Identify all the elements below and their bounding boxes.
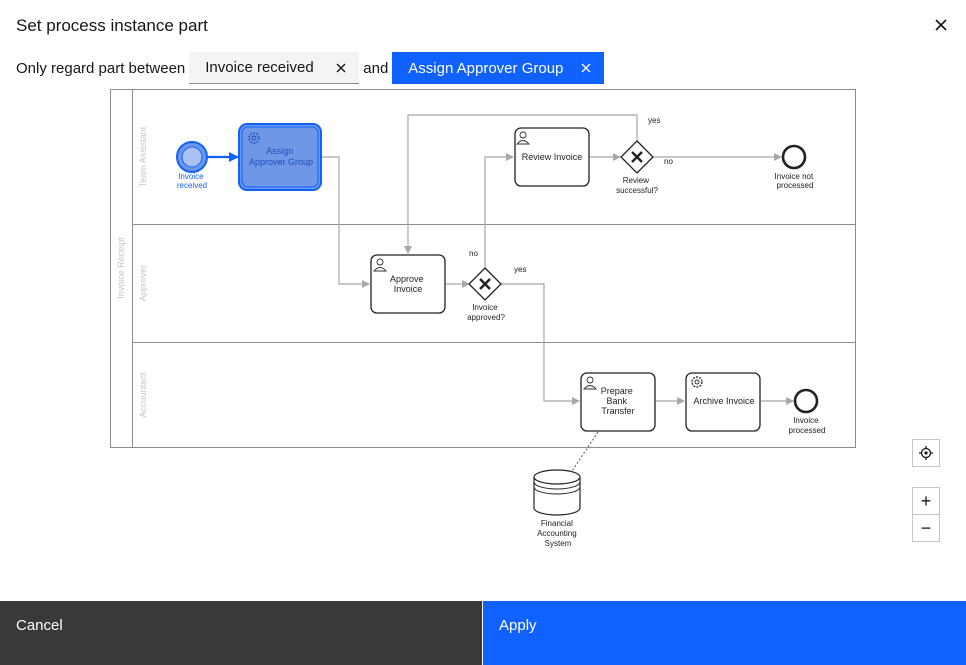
cancel-button[interactable]: Cancel <box>0 601 482 665</box>
lane-label-team-assistant: Team Assistant <box>138 126 148 187</box>
gear-icon <box>691 376 703 388</box>
task-archive-label: Archive Invoice <box>693 396 754 406</box>
svg-text:Invoice processed: Invoice processed <box>789 416 826 435</box>
task-prepare-label-2: Bank <box>606 396 627 406</box>
flow-label-approved-yes: yes <box>514 265 526 274</box>
start-element-label: Invoice received <box>205 59 314 76</box>
start-event-invoice-received[interactable]: Invoice received <box>176 141 208 190</box>
remove-start-button[interactable] <box>333 60 349 76</box>
end-element-label: Assign Approver Group <box>408 59 564 77</box>
zoom-in-button[interactable]: + <box>912 487 940 515</box>
svg-text:Prepare Bank Trans: Prepare Bank Transfer <box>601 386 636 416</box>
datastore-label-1: Financial <box>541 519 573 528</box>
datastore-financial-accounting[interactable]: Financial Accounting System <box>533 469 581 548</box>
svg-text:Financial Accounting: Financial Accounting System <box>537 519 579 548</box>
gateway-approved-label-1: Invoice <box>472 303 498 312</box>
start-event-label-1: Invoice <box>178 172 204 181</box>
part-selector: Only regard part between Invoice receive… <box>16 52 605 84</box>
close-icon <box>581 63 591 73</box>
svg-text:Invoice approved?: Invoice approved? <box>467 303 505 322</box>
sequence-flows <box>322 114 794 405</box>
crosshair-icon <box>919 446 933 460</box>
svg-text:Assign Approver Group: Assign Approver Group <box>249 146 313 167</box>
gateway-approved-label-2: approved? <box>467 313 505 322</box>
end-event-invoice-processed[interactable]: Invoice processed <box>789 388 826 435</box>
close-icon <box>336 63 346 73</box>
task-approve-invoice[interactable]: Approve Invoice <box>370 254 446 314</box>
gateway-invoice-approved[interactable]: Invoice approved? <box>467 267 505 322</box>
end-processed-label-1: Invoice <box>793 416 819 425</box>
task-prepare-label-3: Transfer <box>601 406 634 416</box>
start-event-label-2: received <box>177 181 207 190</box>
user-icon <box>373 258 387 272</box>
datastore-label-3: System <box>545 539 572 548</box>
task-assign-approver-group[interactable]: Assign Approver Group <box>238 123 322 191</box>
svg-text:Review successful?: Review successful? <box>616 176 658 195</box>
flow-label-review-no: no <box>664 157 673 166</box>
end-element-tag[interactable]: Assign Approver Group <box>392 52 605 84</box>
recenter-button[interactable] <box>912 439 940 467</box>
user-icon <box>583 376 597 390</box>
bpmn-diagram: Invoice Receipt Team Assistant Approver … <box>110 89 856 548</box>
end-not-processed-label-1: Invoice not <box>775 172 814 181</box>
apply-button[interactable]: Apply <box>483 601 966 665</box>
task-prepare-bank-transfer[interactable]: Prepare Bank Transfer <box>580 372 656 432</box>
lane-label-approver: Approver <box>138 265 148 302</box>
dialog-title: Set process instance part <box>16 16 208 35</box>
end-processed-label-2: processed <box>789 426 826 435</box>
gateway-review-label-2: successful? <box>616 186 658 195</box>
flow-label-approved-no: no <box>469 249 478 258</box>
svg-text:Invoice received: Invoice received <box>177 172 207 190</box>
user-icon <box>516 131 530 145</box>
task-approve-label-1: Approve <box>390 274 424 284</box>
task-assign-label-2: Approver Group <box>249 157 313 167</box>
flow-label-review-yes: yes <box>648 116 660 125</box>
close-dialog-button[interactable] <box>930 14 952 36</box>
task-prepare-label-1: Prepare <box>601 386 633 396</box>
end-not-processed-label-2: processed <box>777 181 814 190</box>
start-element-tag[interactable]: Invoice received <box>189 52 360 84</box>
part-selector-label: Only regard part between <box>16 59 186 77</box>
task-review-invoice[interactable]: Review Invoice <box>514 127 590 187</box>
datastore-label-2: Accounting <box>537 529 577 538</box>
gateway-review-label-1: Review <box>623 176 649 185</box>
end-event-invoice-not-processed[interactable]: Invoice not processed <box>775 144 816 190</box>
lane-label-accountant: Accountant <box>138 372 148 418</box>
task-approve-label-2: Invoice <box>394 284 423 294</box>
task-review-label: Review Invoice <box>522 152 583 162</box>
gear-icon <box>248 132 260 144</box>
task-archive-invoice[interactable]: Archive Invoice <box>685 372 761 432</box>
zoom-out-button[interactable]: − <box>912 514 940 542</box>
gateway-review-successful[interactable]: Review successful? <box>616 140 658 195</box>
close-icon <box>935 19 947 31</box>
task-assign-label-1: Assign <box>266 146 293 156</box>
svg-text:Invoice not processed: Invoice not processed <box>775 172 816 190</box>
remove-end-button[interactable] <box>578 60 594 76</box>
svg-text:Approve Invoice: Approve Invoice <box>390 274 426 294</box>
pool-label: Invoice Receipt <box>116 237 126 299</box>
part-connector-text: and <box>363 59 389 77</box>
